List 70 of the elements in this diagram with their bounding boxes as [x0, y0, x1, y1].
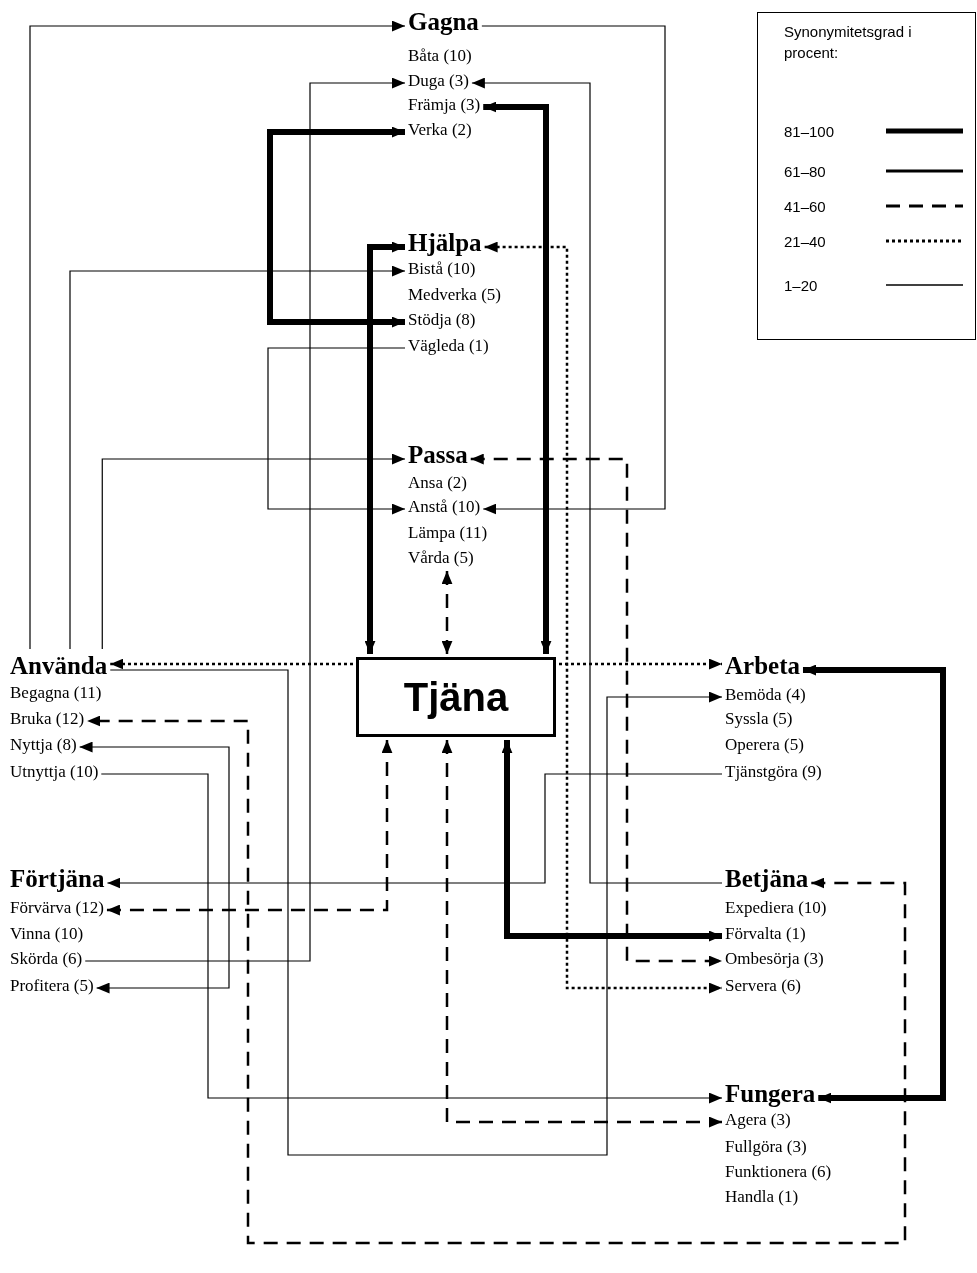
connector-arrow — [106, 773, 723, 889]
heading-text: Arbeta — [725, 652, 800, 680]
connector-arrow — [106, 740, 393, 916]
legend-text: 81–100 — [784, 122, 835, 142]
synonym-text: Främja (3) — [408, 95, 481, 115]
synonym-text: Medverka (5) — [408, 285, 501, 305]
synonym-text: Bemöda (4) — [725, 685, 806, 705]
synonym-text: Anstå (10) — [408, 497, 481, 517]
synonym-text: Stödja (8) — [408, 310, 476, 330]
connector-arrow — [470, 453, 722, 967]
synonym-text: Servera (6) — [725, 976, 801, 996]
connector-arrow — [481, 25, 666, 515]
synonym-text: Utnyttja (10) — [10, 762, 99, 782]
connector-arrow — [441, 571, 453, 654]
connector-arrow — [87, 715, 907, 1245]
heading-text: Förtjäna — [10, 865, 105, 893]
connector-arrow — [100, 773, 723, 1104]
synonym-text: Syssla (5) — [725, 709, 793, 729]
connector-arrow — [364, 241, 405, 654]
synonym-text: Handla (1) — [725, 1187, 799, 1207]
connector-arrow — [79, 741, 230, 994]
synonym-text: Agera (3) — [725, 1110, 791, 1130]
synonym-text: Funktionera (6) — [725, 1162, 832, 1182]
synonym-text: Verka (2) — [408, 120, 472, 140]
connector-arrow — [441, 740, 722, 1128]
synonym-text: Vägleda (1) — [408, 336, 489, 356]
connector-arrow — [101, 453, 406, 650]
heading-text: Betjäna — [725, 865, 809, 893]
synonym-text: Båta (10) — [408, 46, 472, 66]
synonym-text: Duga (3) — [408, 71, 469, 91]
synonym-text: Ansa (2) — [408, 473, 467, 493]
connector-arrow — [267, 347, 406, 515]
synonym-text: Bruka (12) — [10, 709, 85, 729]
heading-text: Gagna — [408, 8, 479, 36]
synonym-text: Vinna (10) — [10, 924, 84, 944]
connector-arrow — [109, 669, 723, 1156]
legend-title: Synonymitetsgrad i procent: — [784, 22, 913, 63]
heading-text: Fungera — [725, 1080, 816, 1108]
synonym-text: Förvärva (12) — [10, 898, 104, 918]
legend-text: 1–20 — [784, 276, 818, 296]
connector-arrow — [559, 658, 722, 670]
connector-arrow — [483, 101, 552, 654]
term-box: Tjäna — [356, 657, 556, 737]
synonym-text: Fullgöra (3) — [725, 1137, 807, 1157]
synonym-text: Begagna (11) — [10, 683, 102, 703]
heading-text: Hjälpa — [408, 229, 482, 257]
heading-text: Använda — [10, 652, 108, 680]
synonym-text: Ombesörja (3) — [725, 949, 824, 969]
connector-arrow — [501, 740, 722, 942]
synonym-text: Lämpa (11) — [408, 523, 488, 543]
connector-arrow — [110, 658, 353, 670]
synonym-text: Skörda (6) — [10, 949, 83, 969]
synonym-text: Förvalta (1) — [725, 924, 806, 944]
connector-arrow — [471, 77, 723, 884]
legend-text: 21–40 — [784, 232, 826, 252]
synonym-text: Expediera (10) — [725, 898, 827, 918]
connector-arrow — [29, 20, 406, 650]
connector-arrow — [84, 77, 406, 962]
legend-text: 41–60 — [784, 197, 826, 217]
connector-arrow — [69, 265, 406, 650]
synonym-text: Vårda (5) — [408, 548, 474, 568]
connector-arrow — [484, 241, 722, 994]
synonym-text: Profitera (5) — [10, 976, 94, 996]
legend-text: 61–80 — [784, 162, 826, 182]
connector-arrow — [267, 126, 405, 328]
heading-text: Passa — [408, 441, 468, 469]
synonym-text: Bistå (10) — [408, 259, 476, 279]
synonym-text: Nyttja (8) — [10, 735, 77, 755]
synonym-text: Operera (5) — [725, 735, 804, 755]
synonym-text: Tjänstgöra (9) — [725, 762, 822, 782]
